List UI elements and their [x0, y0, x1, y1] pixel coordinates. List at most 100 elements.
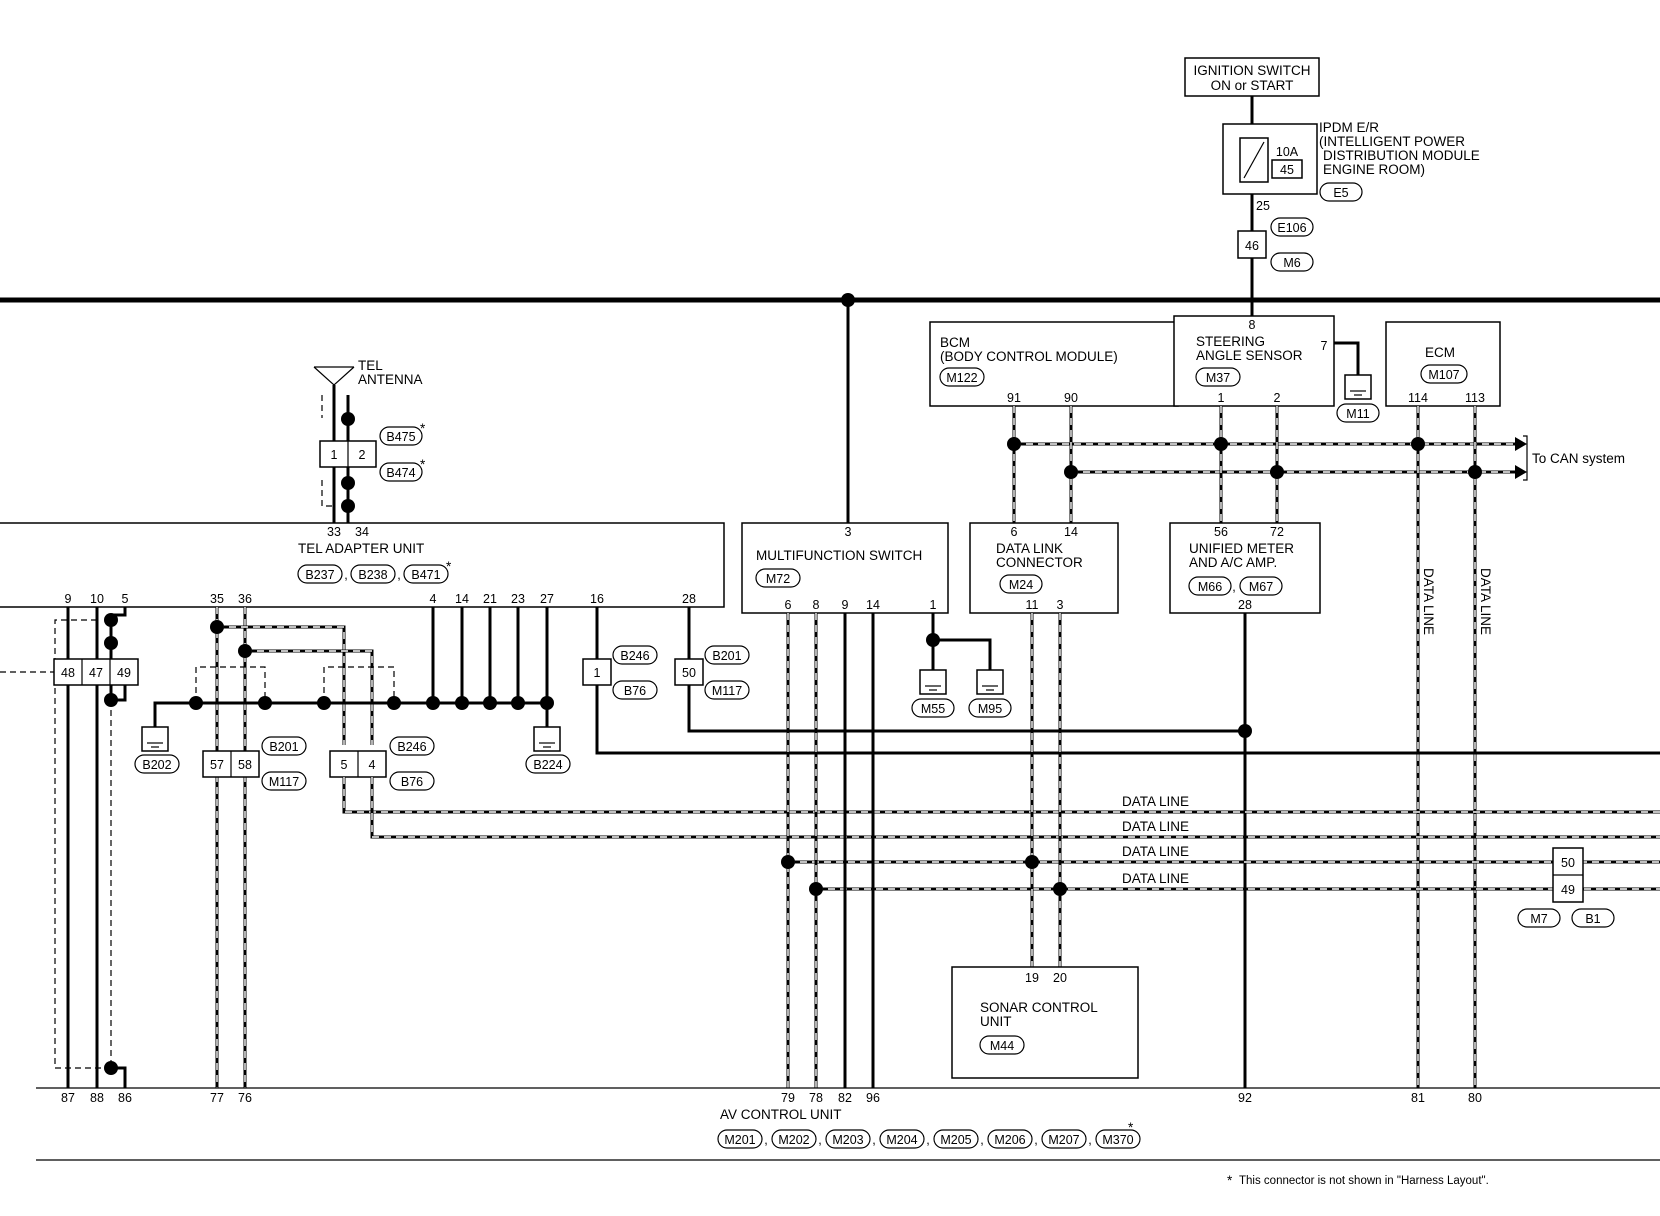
tel-ground-vertical-wires	[431, 607, 549, 727]
connector-oval-m67	[1239, 576, 1283, 596]
ipdm-pin-25: 25	[1256, 199, 1270, 213]
vertical-data-line-2: DATA LINE	[1478, 568, 1493, 635]
left-jc-pin-47: 47	[89, 666, 103, 680]
star-mark: *	[420, 457, 426, 472]
antenna-icon	[313, 366, 355, 386]
separator: ,	[980, 1133, 983, 1147]
separator: ,	[872, 1133, 875, 1147]
tel-ground-junctions	[189, 696, 554, 710]
connector-oval-b246	[389, 736, 435, 756]
tel-pin-36: 36	[238, 592, 252, 606]
connector-oval-b202	[134, 754, 180, 774]
connector-oval-e106	[1270, 217, 1314, 237]
sonar-control-unit-box	[951, 966, 1139, 1079]
data-line-junctions	[781, 855, 1067, 896]
av-pin-87: 87	[61, 1091, 75, 1105]
antenna-pin-1: 1	[331, 448, 338, 462]
connector-oval-m72	[755, 568, 801, 588]
meter-pin-56: 56	[1214, 525, 1228, 539]
junction-connector-50	[674, 658, 704, 686]
connector-b474: B474	[386, 466, 415, 480]
ipdm-label-2: (INTELLIGENT POWER	[1319, 134, 1465, 149]
multifunction-switch-box	[741, 522, 949, 614]
ground-m55-symbol	[919, 669, 947, 695]
tel-pin-34: 34	[355, 525, 369, 539]
footnote: This connector is not shown in "Harness …	[1239, 1175, 1489, 1187]
separator: ,	[1034, 1133, 1037, 1147]
connector-m117: M117	[269, 775, 299, 789]
tel-pin-9: 9	[65, 592, 72, 606]
av-pin-86: 86	[118, 1091, 132, 1105]
connector-m72: M72	[766, 572, 790, 586]
connector-b76: B76	[624, 684, 646, 698]
left-jc-pin-48: 48	[61, 666, 75, 680]
connector-m206: M206	[994, 1133, 1025, 1147]
connector-oval-b201-2	[704, 645, 750, 665]
star-mark: *	[446, 559, 452, 574]
connector-m204: M204	[886, 1133, 917, 1147]
tel-pin-28: 28	[682, 592, 696, 606]
ground-b224: B224	[533, 758, 562, 772]
ground-m95-symbol	[976, 669, 1004, 695]
ecm-label: ECM	[1425, 345, 1455, 360]
connector-m122: M122	[946, 371, 977, 385]
footnote-star: *	[1227, 1173, 1233, 1188]
connector-oval-b238	[350, 564, 396, 584]
connector-oval-m117	[261, 771, 307, 791]
can-lines	[1014, 435, 1528, 481]
connector-m205: M205	[940, 1133, 971, 1147]
steering-pin-1: 1	[1218, 391, 1225, 405]
tel-pin-16: 16	[590, 592, 604, 606]
vertical-data-line-1: DATA LINE	[1421, 568, 1436, 635]
mfs-pin-9: 9	[842, 598, 849, 612]
data-line-label-1: DATA LINE	[1122, 794, 1189, 809]
connector-m107: M107	[1428, 368, 1459, 382]
connector-m67: M67	[1249, 580, 1273, 594]
connector-m370: M370	[1102, 1133, 1133, 1147]
fuse-number: 45	[1280, 163, 1294, 177]
sonar-pin-20: 20	[1053, 971, 1067, 985]
connector-b237: B237	[305, 568, 334, 582]
data-line-label-2: DATA LINE	[1122, 819, 1189, 834]
left-audio-wires	[0, 607, 127, 1088]
ecm-box	[1385, 321, 1501, 407]
horizontal-data-lines	[342, 777, 1660, 891]
connector-e106: E106	[1277, 221, 1306, 235]
tel-ground-bus	[153, 701, 547, 727]
ipdm-label-1: IPDM E/R	[1319, 120, 1379, 135]
tel-pin-5: 5	[122, 592, 129, 606]
tel-pin-4: 4	[430, 592, 437, 606]
av-control-unit-label: AV CONTROL UNIT	[720, 1107, 842, 1122]
steering-label-2: ANGLE SENSOR	[1196, 348, 1303, 363]
separator: ,	[344, 568, 347, 582]
connector-m201: M201	[724, 1133, 755, 1147]
separator: ,	[926, 1133, 929, 1147]
connector-b246: B246	[397, 740, 426, 754]
separator: ,	[1232, 580, 1235, 594]
connector-oval-m107	[1420, 364, 1468, 384]
jc-pin-5: 5	[341, 758, 348, 772]
separator: ,	[1088, 1133, 1091, 1147]
antenna-shield-2	[321, 480, 334, 507]
inline-pin-46: 46	[1245, 239, 1259, 253]
av-pin-77: 77	[210, 1091, 224, 1105]
mfs-label: MULTIFUNCTION SWITCH	[756, 548, 922, 563]
connector-oval-m95	[968, 698, 1012, 718]
connector-b238: B238	[358, 568, 387, 582]
steering-label-1: STEERING	[1196, 334, 1265, 349]
mfs-pin-1: 1	[930, 598, 937, 612]
ground-m95: M95	[978, 702, 1002, 716]
av-pin-92: 92	[1238, 1091, 1252, 1105]
dlc-label-2: CONNECTOR	[996, 555, 1083, 570]
pin16-wire-2	[595, 685, 1660, 755]
jc-pin-57: 57	[210, 758, 224, 772]
connector-m44: M44	[990, 1039, 1014, 1053]
left-junction-connector	[53, 658, 139, 686]
connector-m207: M207	[1048, 1133, 1079, 1147]
connector-b201: B201	[269, 740, 298, 754]
connector-oval-b237	[297, 564, 343, 584]
ipdm-box	[1222, 123, 1318, 195]
connector-e5: E5	[1333, 186, 1348, 200]
connector-m6: M6	[1283, 256, 1300, 270]
av-pins: 87 88 86 77 76 79 78 82 96 92 81 80	[61, 1091, 1482, 1105]
